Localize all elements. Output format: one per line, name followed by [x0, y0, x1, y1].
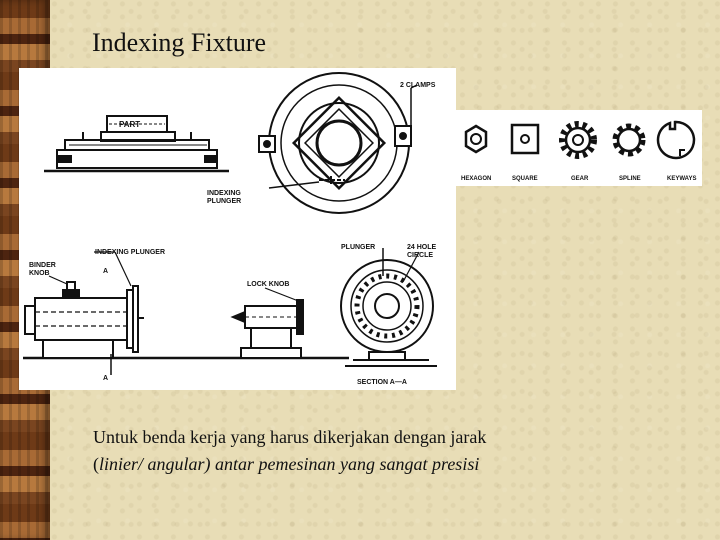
hexagon-shape: HEXAGON: [461, 124, 491, 182]
label-hexagon: HEXAGON: [461, 176, 491, 182]
label-binder-knob-a: BINDER: [29, 262, 56, 269]
keyways-shape: KEYWAYS: [656, 120, 696, 182]
indexing-fixture-drawing: PART 2 CLAMPS INDEXING PLUNGER: [19, 68, 456, 390]
label-section-mark-bottom: A: [103, 375, 108, 382]
label-indexing-plunger-top: INDEXING PLUNGER: [95, 249, 165, 256]
fixture-plan-view: 2 CLAMPS INDEXING PLUNGER: [207, 72, 436, 214]
label-square: SQUARE: [512, 176, 538, 182]
label-keyways: KEYWAYS: [667, 176, 696, 182]
label-plunger: PLUNGER: [341, 244, 375, 251]
label-binder-knob-b: KNOB: [29, 270, 50, 277]
fixture-elevation: PART: [44, 115, 229, 173]
label-part: PART: [119, 120, 140, 129]
label-clamps: 2 CLAMPS: [400, 82, 436, 89]
profile-shapes-panel: HEXAGON SQUARE GEAR SPLINE KEYWAYS: [456, 110, 702, 186]
slide-caption: Untuk benda kerja yang harus dikerjakan …: [93, 424, 693, 478]
label-section: SECTION A—A: [357, 379, 407, 386]
caption-paren: (: [93, 454, 99, 474]
label-spline: SPLINE: [619, 176, 641, 182]
spline-shape: SPLINE: [612, 123, 646, 182]
gear-shape: GEAR: [559, 121, 597, 182]
caption-line-1: Untuk benda kerja yang harus dikerjakan …: [93, 427, 487, 447]
caption-line-2: (linier/ angular) antar pemesinan yang s…: [93, 451, 693, 478]
tailstock: LOCK KNOB: [230, 281, 304, 359]
section-a-a: PLUNGER 24 HOLE CIRCLE SECTION A—A: [340, 244, 437, 386]
slide-title: Indexing Fixture: [92, 28, 267, 57]
indexing-head: BINDER KNOB INDEXING PLUNGER A A: [23, 249, 349, 382]
square-shape: SQUARE: [510, 123, 540, 182]
label-indexing-plunger-b: PLUNGER: [207, 198, 241, 205]
label-hole-circle-a: 24 HOLE: [407, 244, 437, 251]
label-gear: GEAR: [571, 176, 589, 182]
label-section-mark-top: A: [103, 268, 108, 275]
label-indexing-plunger-a: INDEXING: [207, 190, 241, 197]
label-lock-knob: LOCK KNOB: [247, 281, 289, 288]
label-hole-circle-b: CIRCLE: [407, 252, 433, 259]
caption-italic: linier/ angular) antar pemesinan yang sa…: [99, 454, 480, 474]
